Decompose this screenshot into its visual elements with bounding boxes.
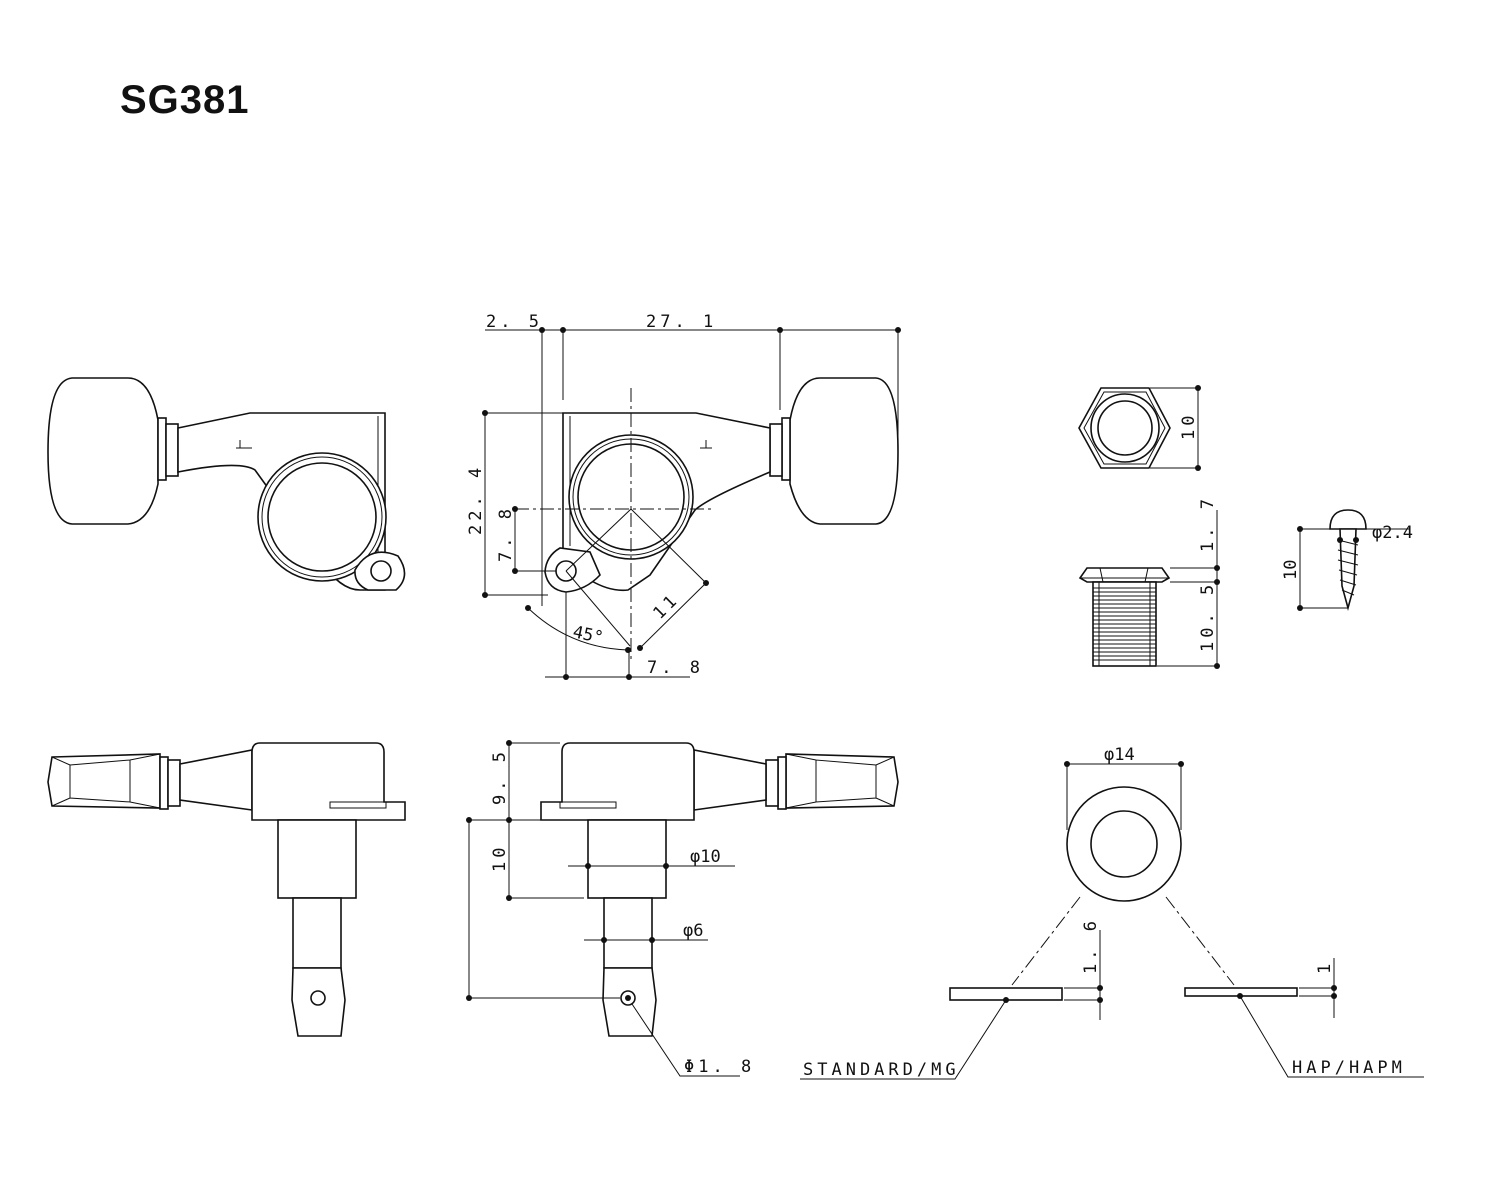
bushing-dim-10-5: 10. 5 [1198,581,1218,652]
washer-thickness-1: 1 [1315,964,1335,974]
washer-detail [800,761,1424,1080]
tuner-top-view-dimensioned [466,740,899,1077]
dim-2-5: 2. 5 [486,312,543,332]
dim-27-1: 27. 1 [646,312,717,332]
screw-side-view [1297,509,1410,612]
screw-dim-diameter: φ2.4 [1372,523,1413,543]
label-standard-mg: STANDARD/MG [803,1060,960,1080]
dim-7-8-horizontal: 7. 8 [647,658,704,678]
label-hap-hapm: HAP/HAPM [1292,1058,1406,1078]
washer-diameter: φ14 [1104,745,1135,765]
tuner-side-view-left [47,377,406,591]
string-hole-diameter: Φ1. 8 [684,1057,755,1077]
dim-11: 11 [649,589,683,623]
hex-nut-top-view [1078,385,1201,471]
bushing-dim-1-7: 1. 7 [1198,495,1218,552]
nut-dim-10: 10 [1179,412,1199,440]
dim-22-4: 22. 4 [466,464,486,535]
dim-9-5: 9. 5 [490,748,510,805]
bushing-side-view [1078,510,1220,669]
dim-7-8-vertical: 7. 8 [496,505,516,562]
tuner-top-view-left [47,742,406,1037]
post-diameter-6: φ6 [683,921,703,941]
washer-thickness-1-6: 1. 6 [1081,917,1101,974]
drawing-title: SG381 [120,78,250,122]
dim-10-vertical: 10 [490,844,510,872]
dim-45-degrees: 45° [571,622,605,648]
screw-dim-10: 10 [1281,560,1301,580]
post-diameter-10: φ10 [690,847,721,867]
tuner-side-view-dimensioned [482,327,901,680]
